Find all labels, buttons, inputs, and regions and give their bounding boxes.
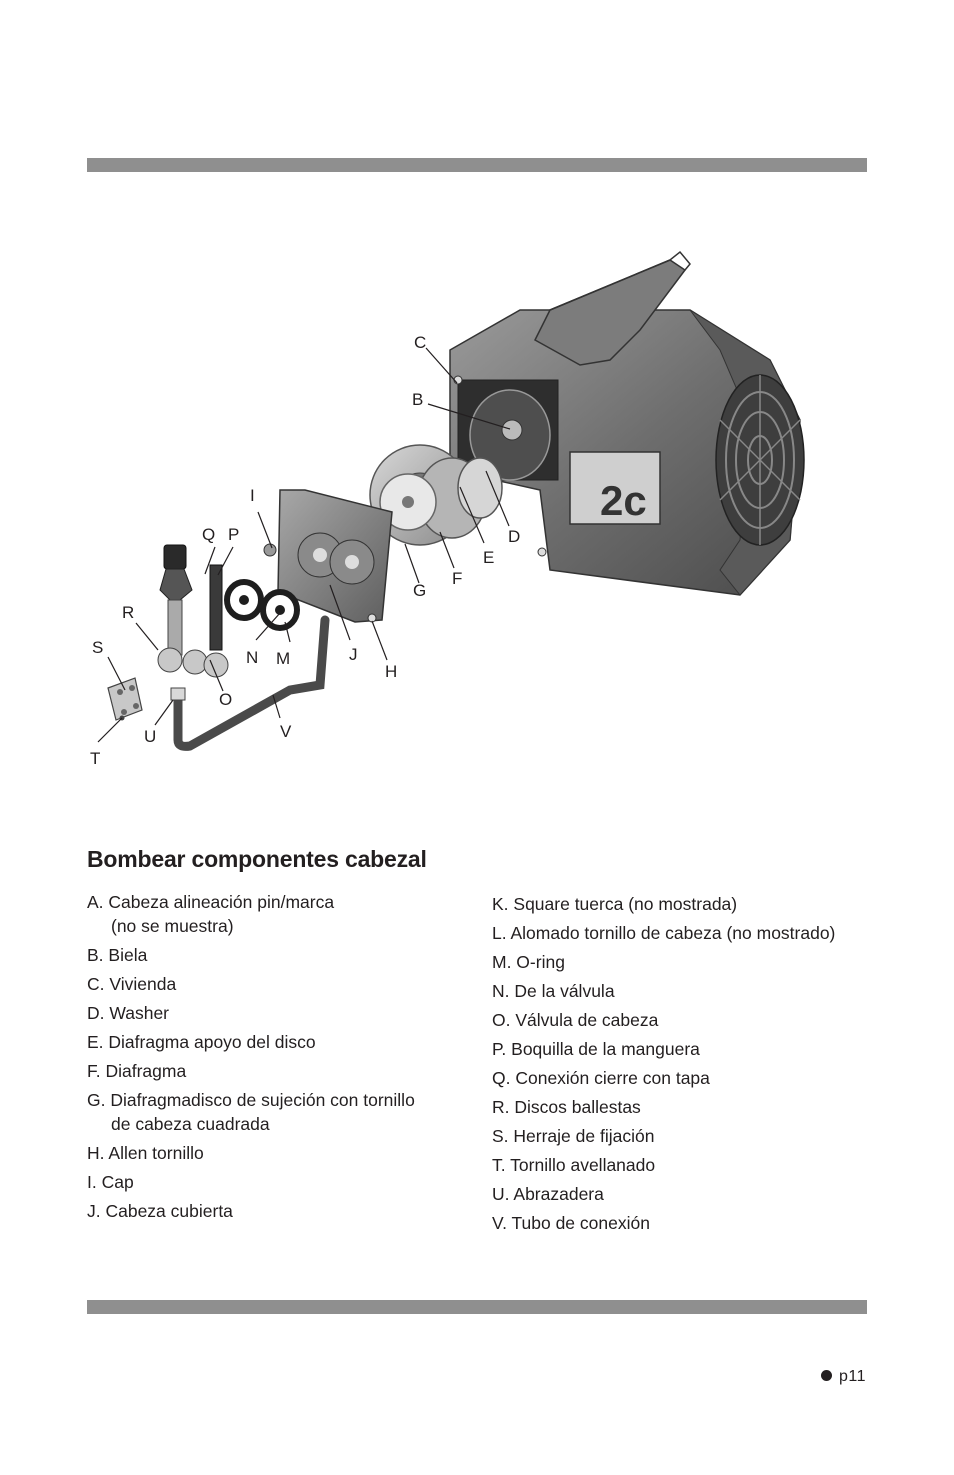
- callout-s: S: [92, 638, 103, 657]
- callout-p: P: [228, 525, 239, 544]
- list-item: N. De la válvula: [492, 981, 615, 1001]
- callout-o: O: [219, 690, 232, 709]
- callout-f: F: [452, 569, 462, 588]
- model-label: 2c: [600, 477, 647, 524]
- valve-assembly: [157, 544, 229, 678]
- diaphragm-discs: [369, 444, 503, 546]
- motor-housing: 2c: [449, 250, 805, 596]
- bottom-rule: [87, 1300, 867, 1314]
- list-item: S. Herraje de fijación: [492, 1126, 655, 1146]
- top-rule: [87, 158, 867, 172]
- list-item: O. Válvula de cabeza: [492, 1010, 659, 1030]
- callout-c: C: [414, 333, 426, 352]
- list-item: G. Diafragmadisco de sujeción con tornil…: [87, 1090, 415, 1134]
- list-item: R. Discos ballestas: [492, 1097, 641, 1117]
- callout-e: E: [483, 548, 494, 567]
- section-title: Bombear componentes cabezal: [87, 846, 427, 872]
- connecting-tube: [173, 615, 330, 751]
- list-item: Q. Conexión cierre con tapa: [492, 1068, 710, 1088]
- list-item: L. Alomado tornillo de cabeza (no mostra…: [492, 923, 836, 943]
- list-item: J. Cabeza cubierta: [87, 1201, 233, 1221]
- list-item: H. Allen tornillo: [87, 1143, 204, 1163]
- callout-i: I: [250, 486, 255, 505]
- callout-m: M: [276, 649, 290, 668]
- bullet-icon: [820, 1370, 832, 1381]
- clamp: [170, 687, 186, 701]
- callout-g: G: [413, 581, 426, 600]
- head-cover: [263, 489, 393, 623]
- list-item: F. Diafragma: [87, 1061, 187, 1081]
- list-item: M. O-ring: [492, 952, 565, 972]
- list-item: E. Diafragma apoyo del disco: [87, 1032, 316, 1052]
- list-item: U. Abrazadera: [492, 1184, 604, 1204]
- diagram-svg: 2c: [90, 250, 805, 768]
- callout-b: B: [412, 390, 423, 409]
- callout-d: D: [508, 527, 520, 546]
- page-number-text: p11: [838, 1368, 866, 1385]
- callout-q: Q: [202, 525, 215, 544]
- callout-h: H: [385, 662, 397, 681]
- list-item: B. Biela: [87, 945, 148, 965]
- o-rings: [224, 579, 300, 631]
- list-item: D. Washer: [87, 1003, 170, 1023]
- list-item: A. Cabeza alineación pin/marca(no se mue…: [87, 892, 335, 936]
- list-item: V. Tubo de conexión: [492, 1213, 650, 1233]
- list-item: C. Vivienda: [87, 974, 177, 994]
- mounting-bracket: [107, 677, 143, 721]
- callout-r: R: [122, 603, 134, 622]
- list-item: K. Square tuerca (no mostrada): [492, 894, 738, 914]
- parts-list-right: K. Square tuerca (no mostrada) L. Alomad…: [492, 892, 882, 1240]
- callout-t: T: [90, 749, 100, 768]
- list-item: T. Tornillo avellanado: [492, 1155, 656, 1175]
- page-number: p11: [820, 1368, 866, 1386]
- list-item: I. Cap: [87, 1172, 134, 1192]
- leader-lines: [97, 347, 511, 743]
- parts-list-left: A. Cabeza alineación pin/marca(no se mue…: [87, 890, 467, 1228]
- callout-v: V: [280, 722, 292, 741]
- callout-u: U: [144, 727, 156, 746]
- callout-n: N: [246, 648, 258, 667]
- pump-exploded-diagram: 2c: [80, 240, 820, 780]
- callout-j: J: [349, 645, 358, 664]
- list-item: P. Boquilla de la manguera: [492, 1039, 700, 1059]
